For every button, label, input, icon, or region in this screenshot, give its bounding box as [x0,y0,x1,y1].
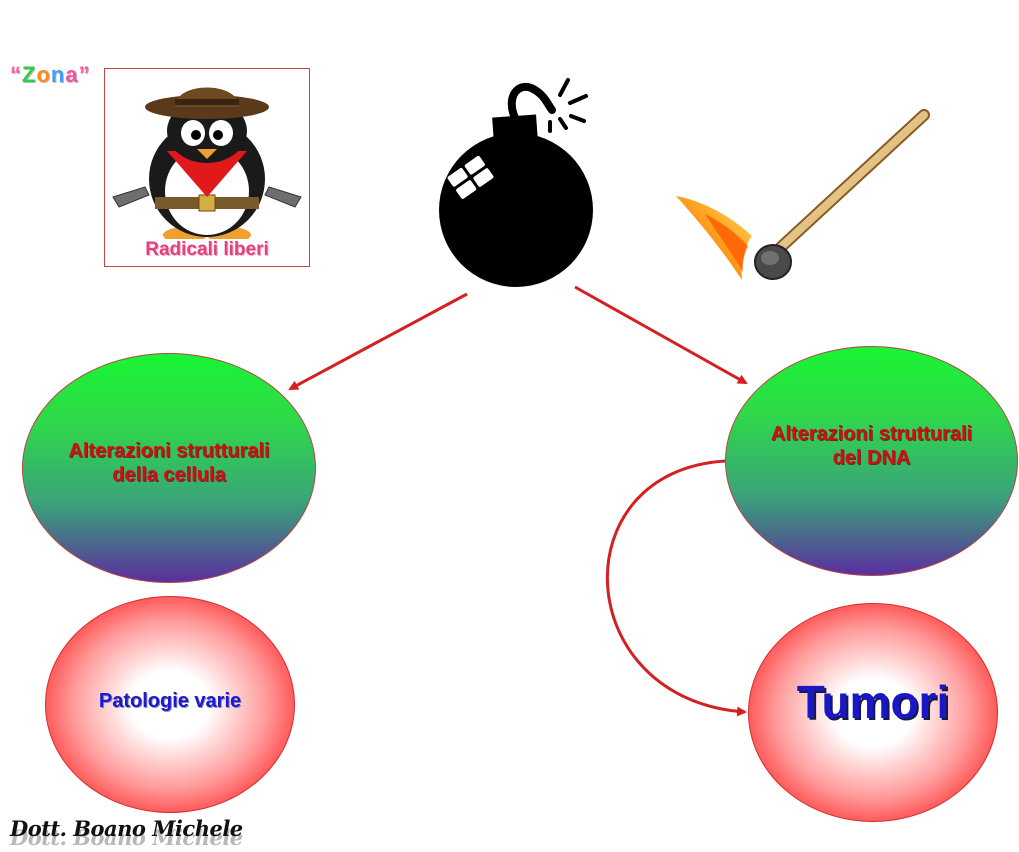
node-dna-alterations-line-2: del DNA [832,447,911,469]
node-dna-alterations: Alterazioni strutturali del DNA [725,346,1018,576]
signature: Dott. Boano Michele [10,816,243,841]
zona-letter-z: Z [22,62,37,87]
node-dna-alterations-line-1: Alterazioni strutturali [770,423,973,445]
zona-label: “Zona” [10,62,91,88]
node-cell-alterations-line-2: della cellula [112,464,226,486]
zona-letter-n: n [50,62,66,87]
node-various-pathologies: Patologie varie [45,596,295,813]
zona-close-quote: ” [78,62,91,87]
node-tumors: Tumori [748,603,998,822]
node-tumors-label: Tumori [796,675,950,728]
free-radicals-panel: Radicali liberi [104,68,310,267]
free-radicals-caption: Radicali liberi [145,239,269,260]
arrow-to-cell-alterations [288,292,468,391]
arrow-dna-to-tumors [606,459,747,717]
node-cell-alterations: Alterazioni strutturali della cellula [22,353,316,583]
zona-open-quote: “ [10,62,22,87]
bomb-icon [439,78,593,287]
signature-shadow: Dott. Boano Michele [10,825,243,850]
burning-match-icon [676,109,930,280]
arrow-to-dna-alterations [574,285,748,385]
node-cell-alterations-line-1: Alterazioni strutturali [68,440,270,462]
node-various-pathologies-label: Patologie varie [98,690,242,712]
zona-letter-o: o [36,62,51,87]
zona-letter-a: a [65,62,79,87]
cowboy-penguin-icon [112,87,302,243]
